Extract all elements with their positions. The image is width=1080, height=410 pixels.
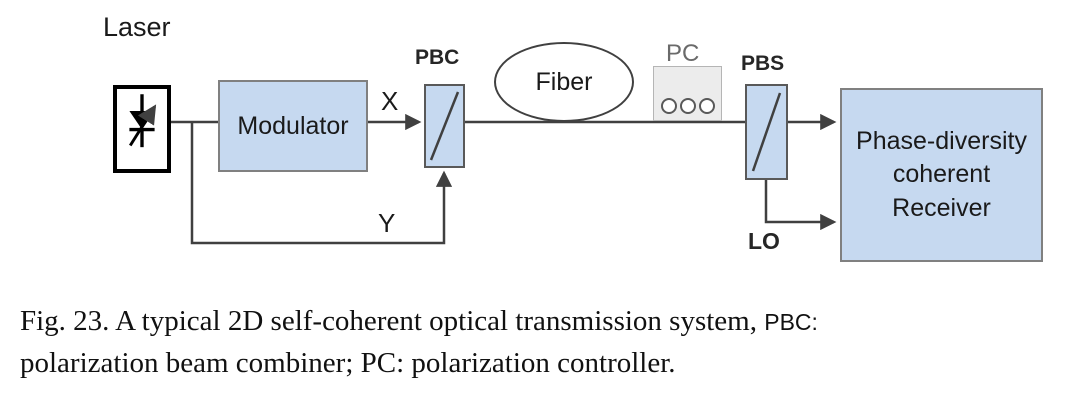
pbs-label: PBS xyxy=(741,52,785,75)
caption-line1: Fig. 23. A typical 2D self-coherent opti… xyxy=(20,300,1070,342)
receiver-label-line3: Receiver xyxy=(892,193,991,222)
receiver-box: Phase-diversity coherent Receiver xyxy=(840,88,1043,262)
pc-paddle-icon xyxy=(660,98,677,114)
laser-box xyxy=(113,85,171,173)
pc-label: PC xyxy=(666,40,700,67)
modulator-label: Modulator xyxy=(237,111,349,140)
pc-paddle-icon xyxy=(698,98,715,114)
pbs-slash-icon xyxy=(751,92,782,172)
x-polarization-label: X xyxy=(381,86,399,116)
laser-diode-icon xyxy=(121,91,163,168)
receiver-label-line2: coherent xyxy=(892,160,991,189)
fiber-ellipse: Fiber xyxy=(494,42,634,122)
pbc-slash-icon xyxy=(429,91,460,161)
caption-line1-abbrev: PBC: xyxy=(764,309,818,335)
laser-label: Laser xyxy=(103,12,171,42)
pbc-label: PBC xyxy=(415,46,460,69)
pc-box xyxy=(653,66,722,121)
receiver-label-line1: Phase-diversity xyxy=(856,126,1027,155)
pbc-box xyxy=(424,84,465,168)
pbs-box xyxy=(745,84,788,180)
caption-line2-text: polarization beam combiner; PC: polariza… xyxy=(20,347,676,380)
pc-paddle-icon xyxy=(679,98,696,114)
caption-line2: polarization beam combiner; PC: polariza… xyxy=(20,342,1070,384)
figure-caption: Fig. 23. A typical 2D self-coherent opti… xyxy=(20,300,1070,384)
y-polarization-label: Y xyxy=(378,208,396,238)
lo-label: LO xyxy=(748,228,780,254)
caption-line1-text: Fig. 23. A typical 2D self-coherent opti… xyxy=(20,305,765,337)
fiber-label: Fiber xyxy=(535,67,593,96)
modulator-box: Modulator xyxy=(218,80,368,172)
